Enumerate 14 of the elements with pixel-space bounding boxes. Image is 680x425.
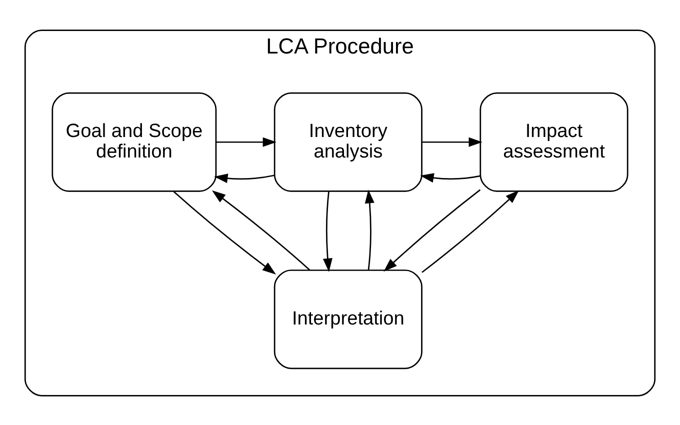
arrow [422, 136, 482, 146]
node-box: Interpretation [274, 269, 422, 369]
arrow [214, 173, 275, 183]
node-box: Impact assessment [480, 92, 628, 192]
arrow [173, 190, 276, 274]
arrow [422, 190, 520, 272]
arrow [322, 191, 332, 272]
arrow [364, 189, 374, 270]
arrow [420, 172, 480, 182]
node-box: Goal and Scope definition [52, 92, 217, 192]
arrow [384, 188, 481, 272]
arrow [216, 136, 276, 146]
arrow [212, 190, 310, 270]
node-box: Inventory analysis [274, 92, 422, 192]
